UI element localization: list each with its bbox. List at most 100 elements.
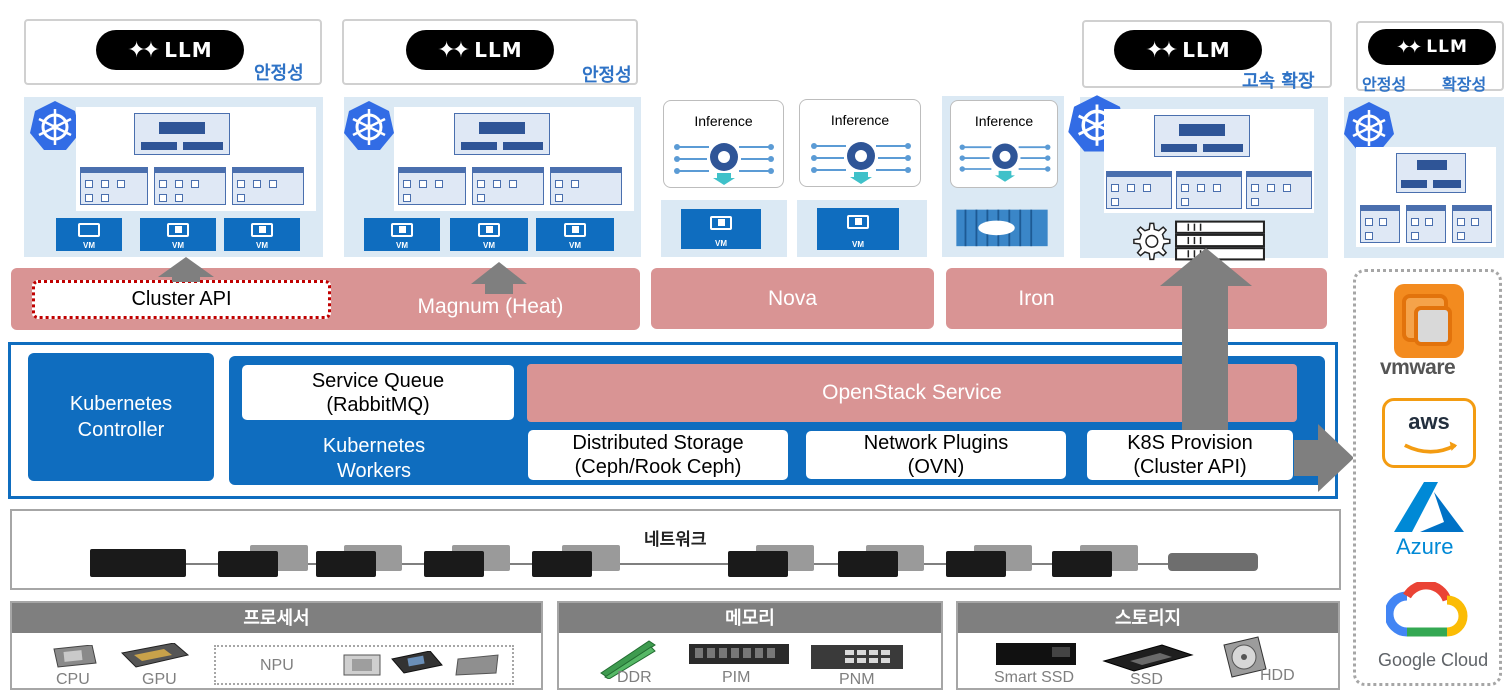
master-node [134, 113, 230, 155]
k8s-cluster-panel-1: VM VM VM [24, 97, 323, 257]
worker-node [154, 167, 226, 205]
network-plugins-box: Network Plugins (OVN) [806, 431, 1066, 479]
llm-badge: ✦✦ LLM [1114, 30, 1262, 70]
google-cloud-label: Google Cloud [1378, 650, 1489, 670]
vmware-icon [1394, 284, 1464, 358]
llm-note: 안정성 [582, 65, 632, 86]
ddr-icon [600, 640, 656, 679]
network-switch [946, 551, 1006, 577]
llm-note: 고속 확장 [1242, 71, 1315, 92]
network-switch [728, 551, 788, 577]
kubernetes-icon [30, 101, 80, 150]
k8s-cluster-panel-iron [1068, 95, 1328, 261]
kubernetes-workers-label: Kubernetes Workers [322, 435, 426, 482]
hdd-icon [1223, 636, 1267, 678]
npu-module-icon [455, 654, 499, 676]
aws-icon: aws [1382, 398, 1476, 468]
gpu-icon [120, 643, 190, 668]
network-switch [424, 551, 484, 577]
up-arrow-2-head [471, 262, 527, 284]
distributed-storage-box: Distributed Storage (Ceph/Rook Ceph) [528, 430, 788, 480]
vm-tile: VM [140, 218, 216, 251]
k8s-provision-box: K8S Provision (Cluster API) [1087, 430, 1293, 480]
worker-node [232, 167, 304, 205]
storage-title: 스토리지 [958, 603, 1338, 633]
network-switch [1052, 551, 1112, 577]
inference-box: Inference [663, 100, 784, 188]
ddr-label: DDR [617, 669, 652, 686]
cloud-right-arrow-shaft [1294, 440, 1322, 476]
vmware-label: vmware [1380, 356, 1456, 379]
vm-tile: VM [817, 208, 899, 250]
npu-label: NPU [260, 657, 294, 674]
vm-panel: VM [661, 200, 787, 257]
provision-up-arrow-head [1160, 248, 1252, 286]
llm-box-1: ✦✦ LLM 안정성 [24, 19, 322, 85]
llm-note: 확장성 [1442, 75, 1487, 94]
worker-node [550, 167, 622, 205]
k8s-architecture-diagram [1356, 147, 1496, 247]
nova-panel: Inference VM [661, 97, 787, 257]
cpu-label: CPU [56, 671, 90, 688]
vm-tile: VM [224, 218, 300, 251]
gpu-label: GPU [142, 671, 177, 688]
worker-node [1176, 171, 1242, 209]
k8s-architecture-diagram [394, 107, 634, 211]
llm-note: 안정성 [1362, 75, 1407, 94]
vm-tile: VM [450, 218, 528, 251]
aws-label: aws [1408, 409, 1450, 434]
storage-panel: 스토리지 Smart SSD SSD HDD [956, 601, 1340, 690]
worker-node [472, 167, 544, 205]
cluster-api-box: Cluster API [32, 280, 331, 319]
pnm-icon [811, 645, 903, 669]
inference-box: Inference [799, 99, 921, 187]
npu-chip-icon [343, 654, 381, 676]
cpu-icon [53, 645, 97, 668]
up-arrow-1-head [158, 257, 214, 277]
ssd-icon [1102, 644, 1194, 672]
aws-smile-icon [1404, 441, 1458, 454]
vm-tile: VM [536, 218, 614, 251]
npu-board-icon [391, 651, 443, 674]
master-node [1396, 153, 1466, 193]
nova-bar: Nova [651, 268, 934, 329]
k8s-architecture-diagram [76, 107, 316, 211]
network-switch [532, 551, 592, 577]
kubernetes-icon [344, 101, 394, 150]
azure-label: Azure [1396, 534, 1454, 559]
kubernetes-icon [1344, 102, 1394, 151]
openstack-service-bar: OpenStack Service [527, 364, 1297, 422]
container-panel: Inference [942, 96, 1064, 257]
worker-node [1246, 171, 1312, 209]
network-switch [90, 549, 186, 577]
sparkle-icon: ✦✦ [437, 37, 470, 63]
llm-badge: ✦✦ LLM [406, 30, 554, 70]
network-title: 네트워크 [644, 530, 707, 549]
up-arrow-1-shaft [172, 276, 200, 282]
up-arrow-2-shaft [485, 282, 513, 294]
docker-container-icon [956, 209, 1048, 247]
k8s-architecture-diagram [1104, 109, 1314, 213]
npu-group [214, 645, 514, 685]
sparkle-icon: ✦✦ [1145, 37, 1178, 63]
processor-title: 프로세서 [12, 603, 541, 633]
public-cloud-panel: vmware aws Azure Google Cloud [1353, 269, 1502, 686]
llm-box-2: ✦✦ LLM 안정성 [342, 19, 638, 86]
network-panel: 네트워크 [10, 509, 1341, 590]
pim-icon [689, 644, 789, 664]
llm-badge: ✦✦ LLM [1368, 29, 1496, 65]
pnm-label: PNM [839, 671, 875, 688]
provision-up-arrow-shaft [1182, 284, 1228, 430]
pim-label: PIM [722, 669, 751, 686]
llm-badge: ✦✦ LLM [96, 30, 244, 70]
vm-tile: VM [56, 218, 122, 251]
inference-box: Inference [950, 100, 1058, 188]
inference-chip-icon [959, 143, 1051, 182]
network-switch [316, 551, 376, 577]
worker-node [1452, 205, 1492, 243]
master-node [454, 113, 550, 155]
smart-ssd-icon [996, 643, 1076, 665]
memory-title: 메모리 [559, 603, 941, 633]
smart-ssd-label: Smart SSD [994, 669, 1075, 686]
worker-node [80, 167, 148, 205]
